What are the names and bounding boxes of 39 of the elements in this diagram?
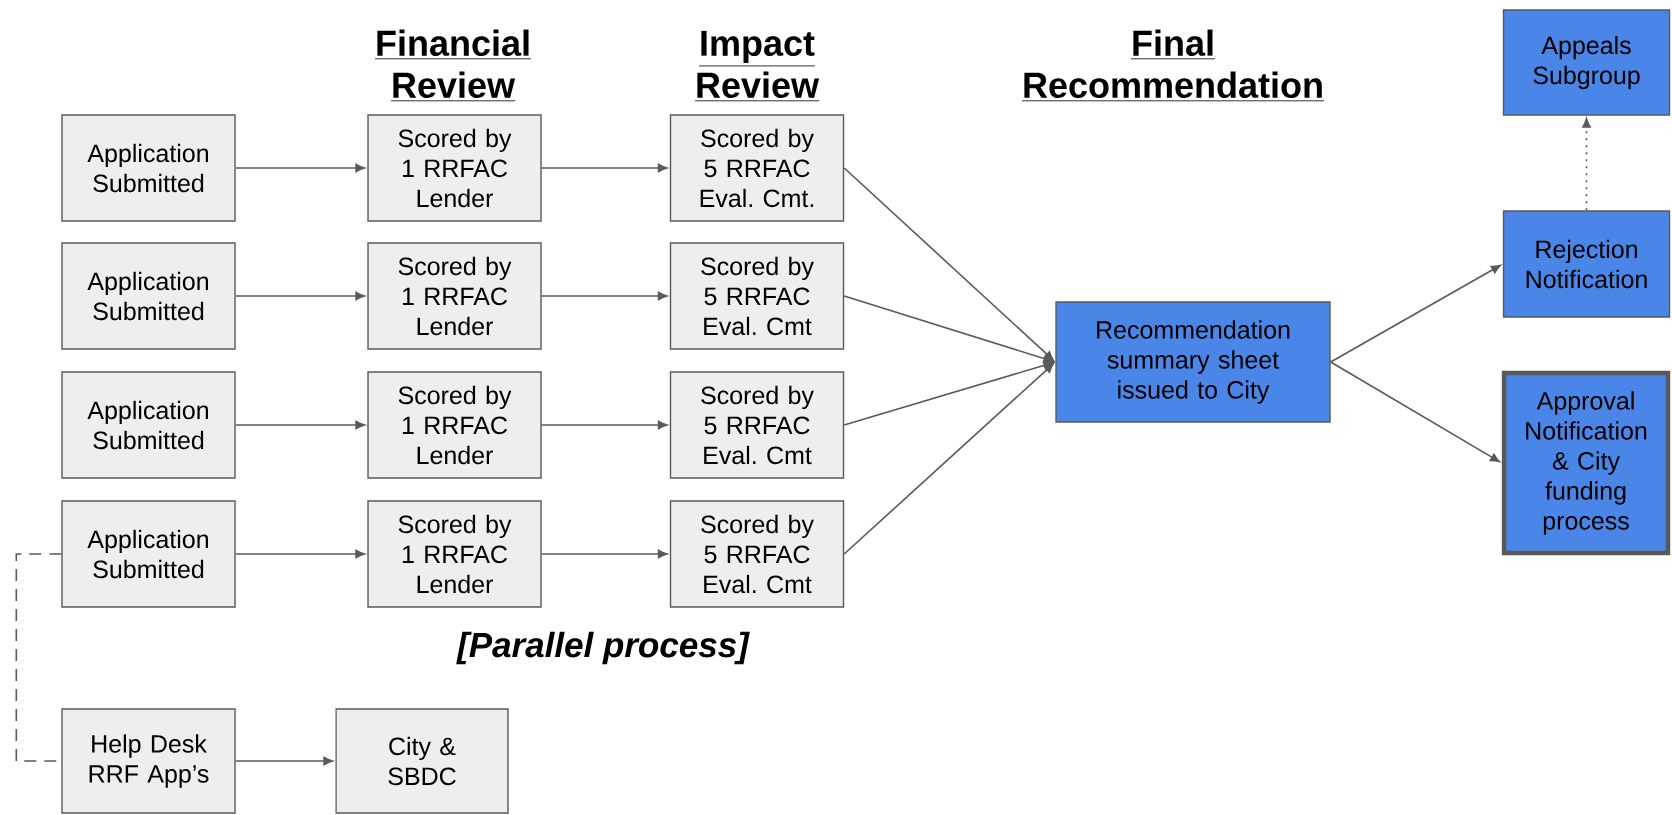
arrow	[540, 420, 668, 430]
process-box: Scored by 5 RRFAC Eval. Cmt	[669, 242, 845, 350]
arrow	[843, 167, 1054, 361]
arrow	[540, 291, 668, 301]
arrow	[1582, 117, 1591, 212]
arrow	[843, 363, 1054, 555]
column-heading: Final Recommendation	[1021, 29, 1325, 102]
process-box: Scored by 1 RRFAC Lender	[367, 371, 542, 479]
result-box: Rejection Notification	[1502, 210, 1671, 318]
process-box: Scored by 1 RRFAC Lender	[367, 114, 542, 222]
process-box: Scored by 5 RRFAC Eval. Cmt	[669, 500, 845, 608]
process-box: Help Desk RRF App’s	[61, 708, 236, 814]
arrow	[1329, 264, 1501, 363]
process-box: Application Submitted	[61, 242, 236, 350]
process-box: Scored by 5 RRFAC Eval. Cmt.	[669, 114, 845, 222]
arrow	[234, 291, 366, 301]
process-box: Scored by 1 RRFAC Lender	[367, 500, 542, 608]
arrow	[540, 549, 668, 559]
arrow	[234, 163, 366, 173]
arrow	[234, 549, 366, 559]
arrow	[843, 361, 1054, 426]
arrow	[1329, 361, 1501, 463]
process-box: Application Submitted	[61, 371, 236, 479]
result-box: Recommendation summary sheet issued to City	[1055, 301, 1331, 423]
note-text: [Parallel process]	[456, 631, 750, 665]
result-box: Appeals Subgroup	[1502, 9, 1671, 116]
arrow	[234, 756, 334, 766]
arrow	[234, 420, 366, 430]
process-box: Scored by 5 RRFAC Eval. Cmt	[669, 371, 845, 479]
connector-line	[15, 553, 63, 762]
process-box: Application Submitted	[61, 114, 236, 222]
process-box: City & SBDC	[335, 708, 509, 814]
result-box: Approval Notification & City funding process	[1501, 370, 1671, 556]
column-heading: Impact Review	[694, 30, 820, 102]
arrow	[843, 295, 1054, 363]
arrow	[540, 163, 668, 173]
column-heading: Financial Review	[374, 29, 532, 102]
process-box: Application Submitted	[61, 500, 236, 608]
process-box: Scored by 1 RRFAC Lender	[367, 242, 542, 350]
